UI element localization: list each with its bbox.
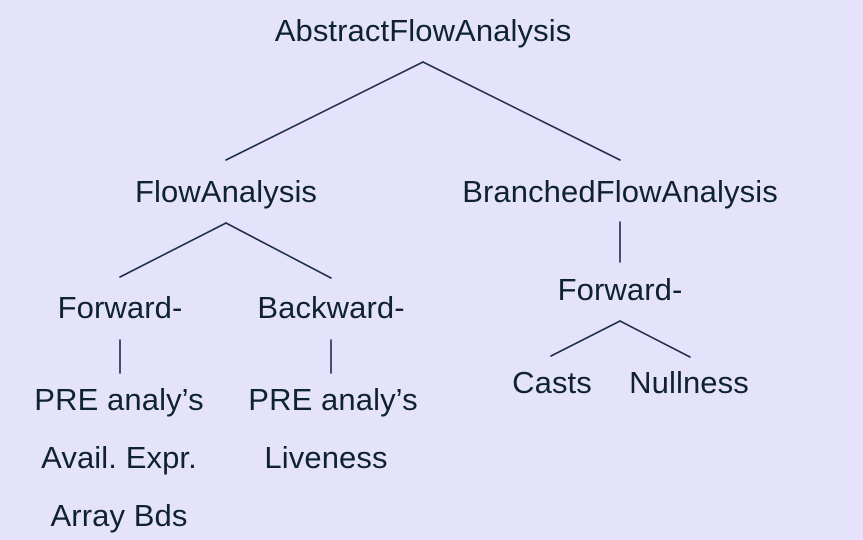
node-flow-analysis: FlowAnalysis <box>134 174 318 209</box>
edge-root-to-branchedflowanalysis <box>422 61 621 161</box>
edge-forward-right-to-nullness <box>619 320 691 358</box>
node-array-bds: Array Bds <box>50 498 188 533</box>
edge-flowanalysis-to-forward-left <box>119 222 227 278</box>
edge-flowanalysis-to-backward <box>225 222 332 279</box>
node-liveness: Liveness <box>264 440 388 475</box>
node-backward: Backward- <box>257 290 405 325</box>
node-forward-right: Forward- <box>557 272 683 307</box>
node-casts: Casts <box>512 365 592 400</box>
edge-root-to-flowanalysis <box>225 61 424 161</box>
node-pre-analysis-left: PRE analy’s <box>34 382 204 417</box>
node-branched-flow-analysis: BranchedFlowAnalysis <box>462 174 778 209</box>
node-abstract-flow-analysis: AbstractFlowAnalysis <box>274 13 572 48</box>
edge-forward-right-to-casts <box>550 320 621 357</box>
node-pre-analysis-right: PRE analy’s <box>248 382 418 417</box>
node-forward-left: Forward- <box>57 290 183 325</box>
node-avail-expr: Avail. Expr. <box>41 440 197 475</box>
node-nullness: Nullness <box>629 365 749 400</box>
